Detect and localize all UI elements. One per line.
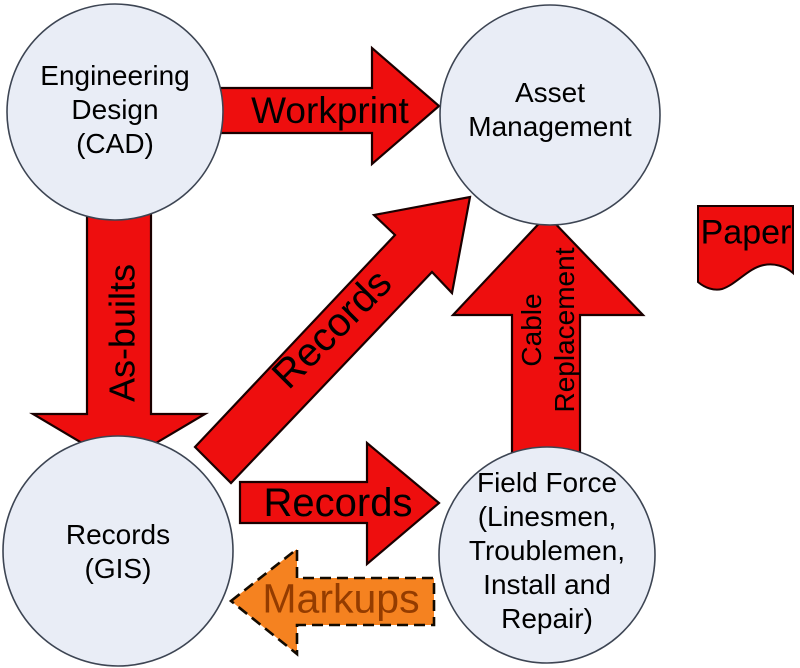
markups-arrow-label: Markups: [262, 575, 420, 622]
records-horizontal-arrow: [238, 440, 441, 567]
node-records-gis-label: Records (GIS): [65, 519, 171, 584]
records-horizontal-arrow-label: Records: [263, 481, 413, 525]
node-engineering-design: [6, 3, 224, 221]
paper-document-shape: [697, 205, 794, 291]
as-builts-arrow-label: As-builts: [101, 263, 143, 403]
node-records-gis: [2, 435, 234, 667]
as-builts-arrow: [28, 210, 210, 467]
node-field-force-label: Field Force (Linesmen, Troublemen, Insta…: [468, 467, 626, 634]
records-diagonal-arrow: [193, 195, 472, 485]
node-asset-management-label: Asset Management: [468, 77, 632, 142]
workprint-arrow-label: Workprint: [251, 89, 409, 131]
node-asset-management: [439, 4, 661, 226]
node-field-force: [438, 446, 656, 664]
markups-arrow: [228, 546, 436, 657]
cable-replacement-arrow-label: Cable Replacement: [516, 247, 580, 413]
workprint-arrow: [217, 45, 441, 167]
paper-label: Paper: [700, 213, 792, 252]
node-engineering-design-label: Engineering Design (CAD): [40, 60, 190, 159]
